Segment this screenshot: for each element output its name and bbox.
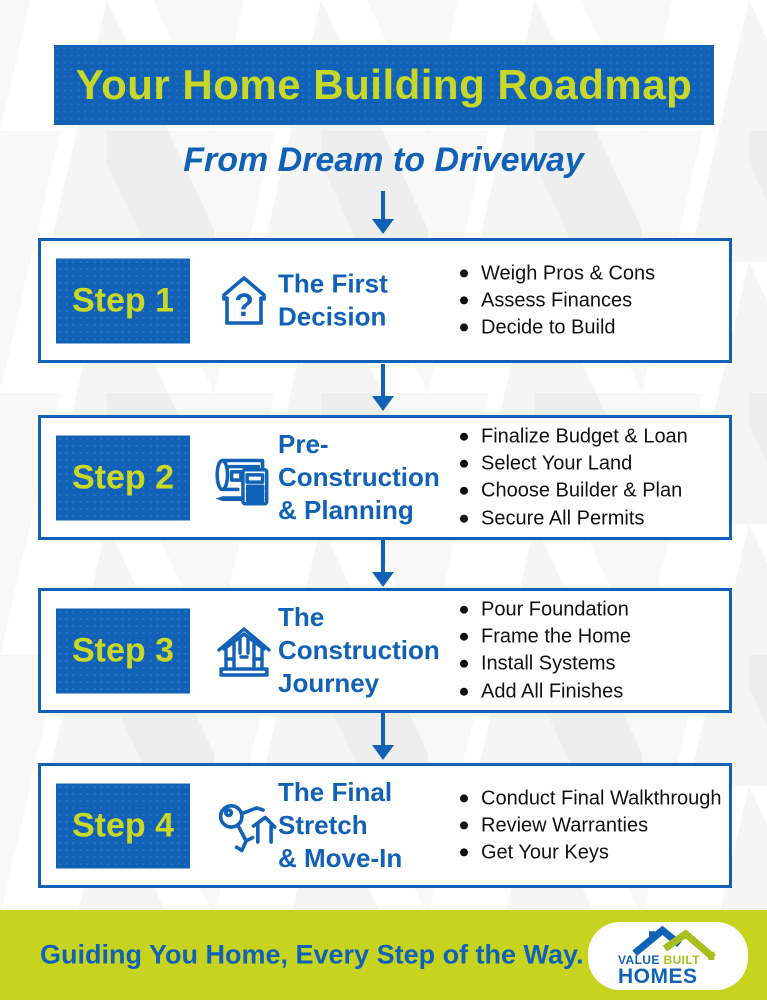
step-4-badge: Step 4 [56,783,190,868]
down-arrow-icon [372,712,394,760]
down-arrow-icon [372,191,394,234]
logo-word-homes: HOMES [618,965,698,988]
bullet-item: Secure All Permits [458,506,688,530]
step-1-label: Step 1 [71,281,175,319]
bullet-item: Assess Finances [458,288,655,312]
footer-bar: Guiding You Home, Every Step of the Way.… [0,910,767,1000]
step-3-title: The Construction Journey [278,601,440,699]
down-arrow-icon [372,364,394,411]
bullet-item: Weigh Pros & Cons [458,261,655,285]
bullet-item: Conduct Final Walkthrough [458,786,722,810]
footer-tagline: Guiding You Home, Every Step of the Way. [40,939,584,970]
page-subtitle: From Dream to Driveway [183,141,584,179]
step-card-1: Step 1 ? The First Decision Weigh Pros &… [38,238,732,363]
bullet-item: Choose Builder & Plan [458,479,688,503]
step-4-title: The Final Stretch & Move-In [278,776,403,874]
step-1-badge: Step 1 [56,258,190,343]
bullet-item: Add All Finishes [458,679,631,703]
framed-house-icon [191,619,297,683]
roof-logo-icon [632,925,716,960]
step-card-2: Step 2 Pre- Construction & Planning Fina… [38,415,732,540]
step-3-label: Step 3 [71,631,175,669]
header-banner: Your Home Building Roadmap [54,45,714,125]
step-2-badge: Step 2 [56,435,190,520]
logo-word-built: BUILT [663,953,700,967]
bullet-item: Select Your Land [458,452,688,476]
step-2-title: Pre- Construction & Planning [278,428,440,526]
bullet-item: Review Warranties [458,813,722,837]
step-2-bullets: Finalize Budget & Loan Select Your Land … [458,421,688,534]
page-title: Your Home Building Roadmap [75,61,693,108]
step-1-title: The First Decision [278,268,388,332]
bullet-item: Get Your Keys [458,841,722,865]
bullet-item: Decide to Build [458,316,655,340]
step-card-3: Step 3 The Construction Journey Pour Fou… [38,588,732,713]
house-question-icon: ? [191,269,297,333]
bullet-item: Finalize Budget & Loan [458,424,688,448]
logo-text-line1: VALUE BUILT [618,954,718,966]
step-card-4: Step 4 The Final Stretch & Move-In Condu… [38,763,732,888]
company-logo: VALUE BUILT HOMES [588,922,748,990]
down-arrow-icon [372,540,394,587]
logo-word-value: VALUE [618,953,660,967]
bullet-item: Install Systems [458,652,631,676]
bullet-item: Pour Foundation [458,597,631,621]
svg-text:?: ? [234,287,254,323]
step-1-bullets: Weigh Pros & Cons Assess Finances Decide… [458,258,655,343]
step-3-badge: Step 3 [56,608,190,693]
step-2-label: Step 2 [71,458,175,496]
step-4-bullets: Conduct Final Walkthrough Review Warrant… [458,783,722,868]
blueprint-calculator-icon [191,445,297,511]
bullet-item: Frame the Home [458,625,631,649]
house-keys-icon [191,792,297,860]
step-4-label: Step 4 [71,806,175,844]
step-3-bullets: Pour Foundation Frame the Home Install S… [458,594,631,707]
